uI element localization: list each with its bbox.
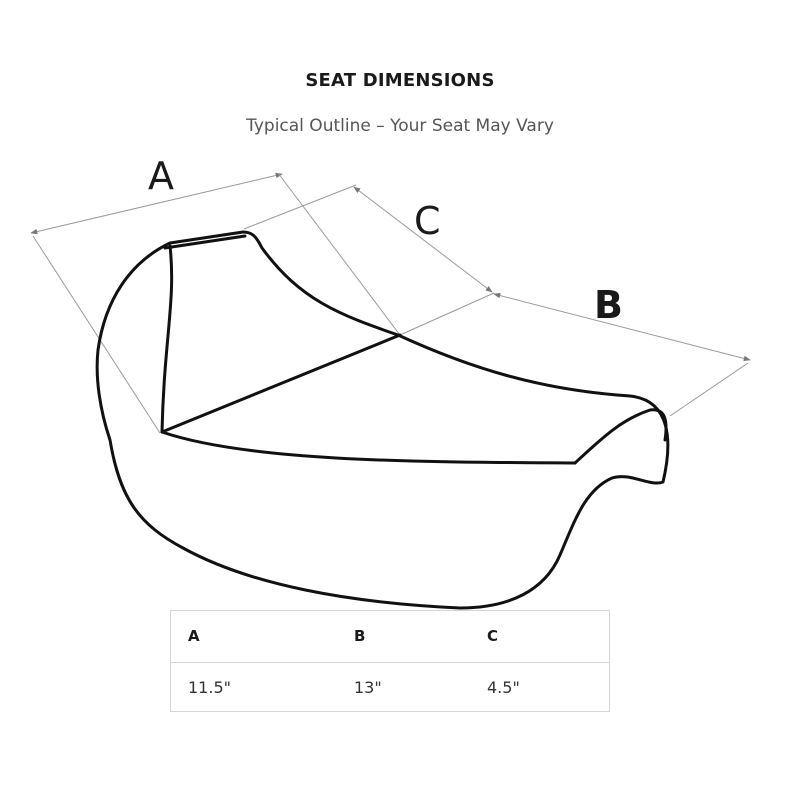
seat-outline: [95, 230, 670, 610]
dimension-b-extension-right: [669, 362, 749, 417]
dimension-c-extension-right: [399, 292, 495, 336]
dimension-a-extension-left: [32, 235, 161, 434]
table-value-c: 4.5": [487, 678, 520, 697]
dimension-c-extension-left: [243, 184, 357, 230]
table-header-row: A B C: [171, 611, 609, 663]
dimension-label-b: B: [594, 283, 623, 327]
page-title: SEAT DIMENSIONS: [305, 70, 495, 91]
seat-front-edge: [160, 430, 577, 465]
seat-back-edge-left: [160, 244, 174, 434]
table-row: 11.5" 13" 4.5": [171, 662, 609, 713]
page-subtitle: Typical Outline – Your Seat May Vary: [246, 116, 554, 136]
table-header-a: A: [188, 627, 200, 645]
dimension-label-a: A: [148, 154, 174, 198]
seat-nose-curve: [573, 408, 668, 465]
seat-outer-contour: [95, 230, 670, 610]
dimension-c: [243, 184, 495, 336]
dimension-label-c: C: [414, 199, 441, 243]
seat-center-ridge: [160, 333, 402, 434]
table-value-a: 11.5": [188, 678, 231, 697]
dimension-b: [493, 292, 751, 417]
dimensions-table: A B C 11.5" 13" 4.5": [170, 610, 610, 712]
dimension-a-line: [30, 172, 283, 235]
dimension-a-extension-right: [277, 172, 401, 336]
table-header-b: B: [354, 627, 366, 645]
table-header-c: C: [487, 627, 499, 645]
dimension-c-line: [353, 186, 493, 293]
dimension-b-line: [493, 292, 751, 362]
dimension-a: [30, 172, 401, 434]
seat-rear-cap: [163, 234, 247, 250]
table-value-b: 13": [354, 678, 382, 697]
